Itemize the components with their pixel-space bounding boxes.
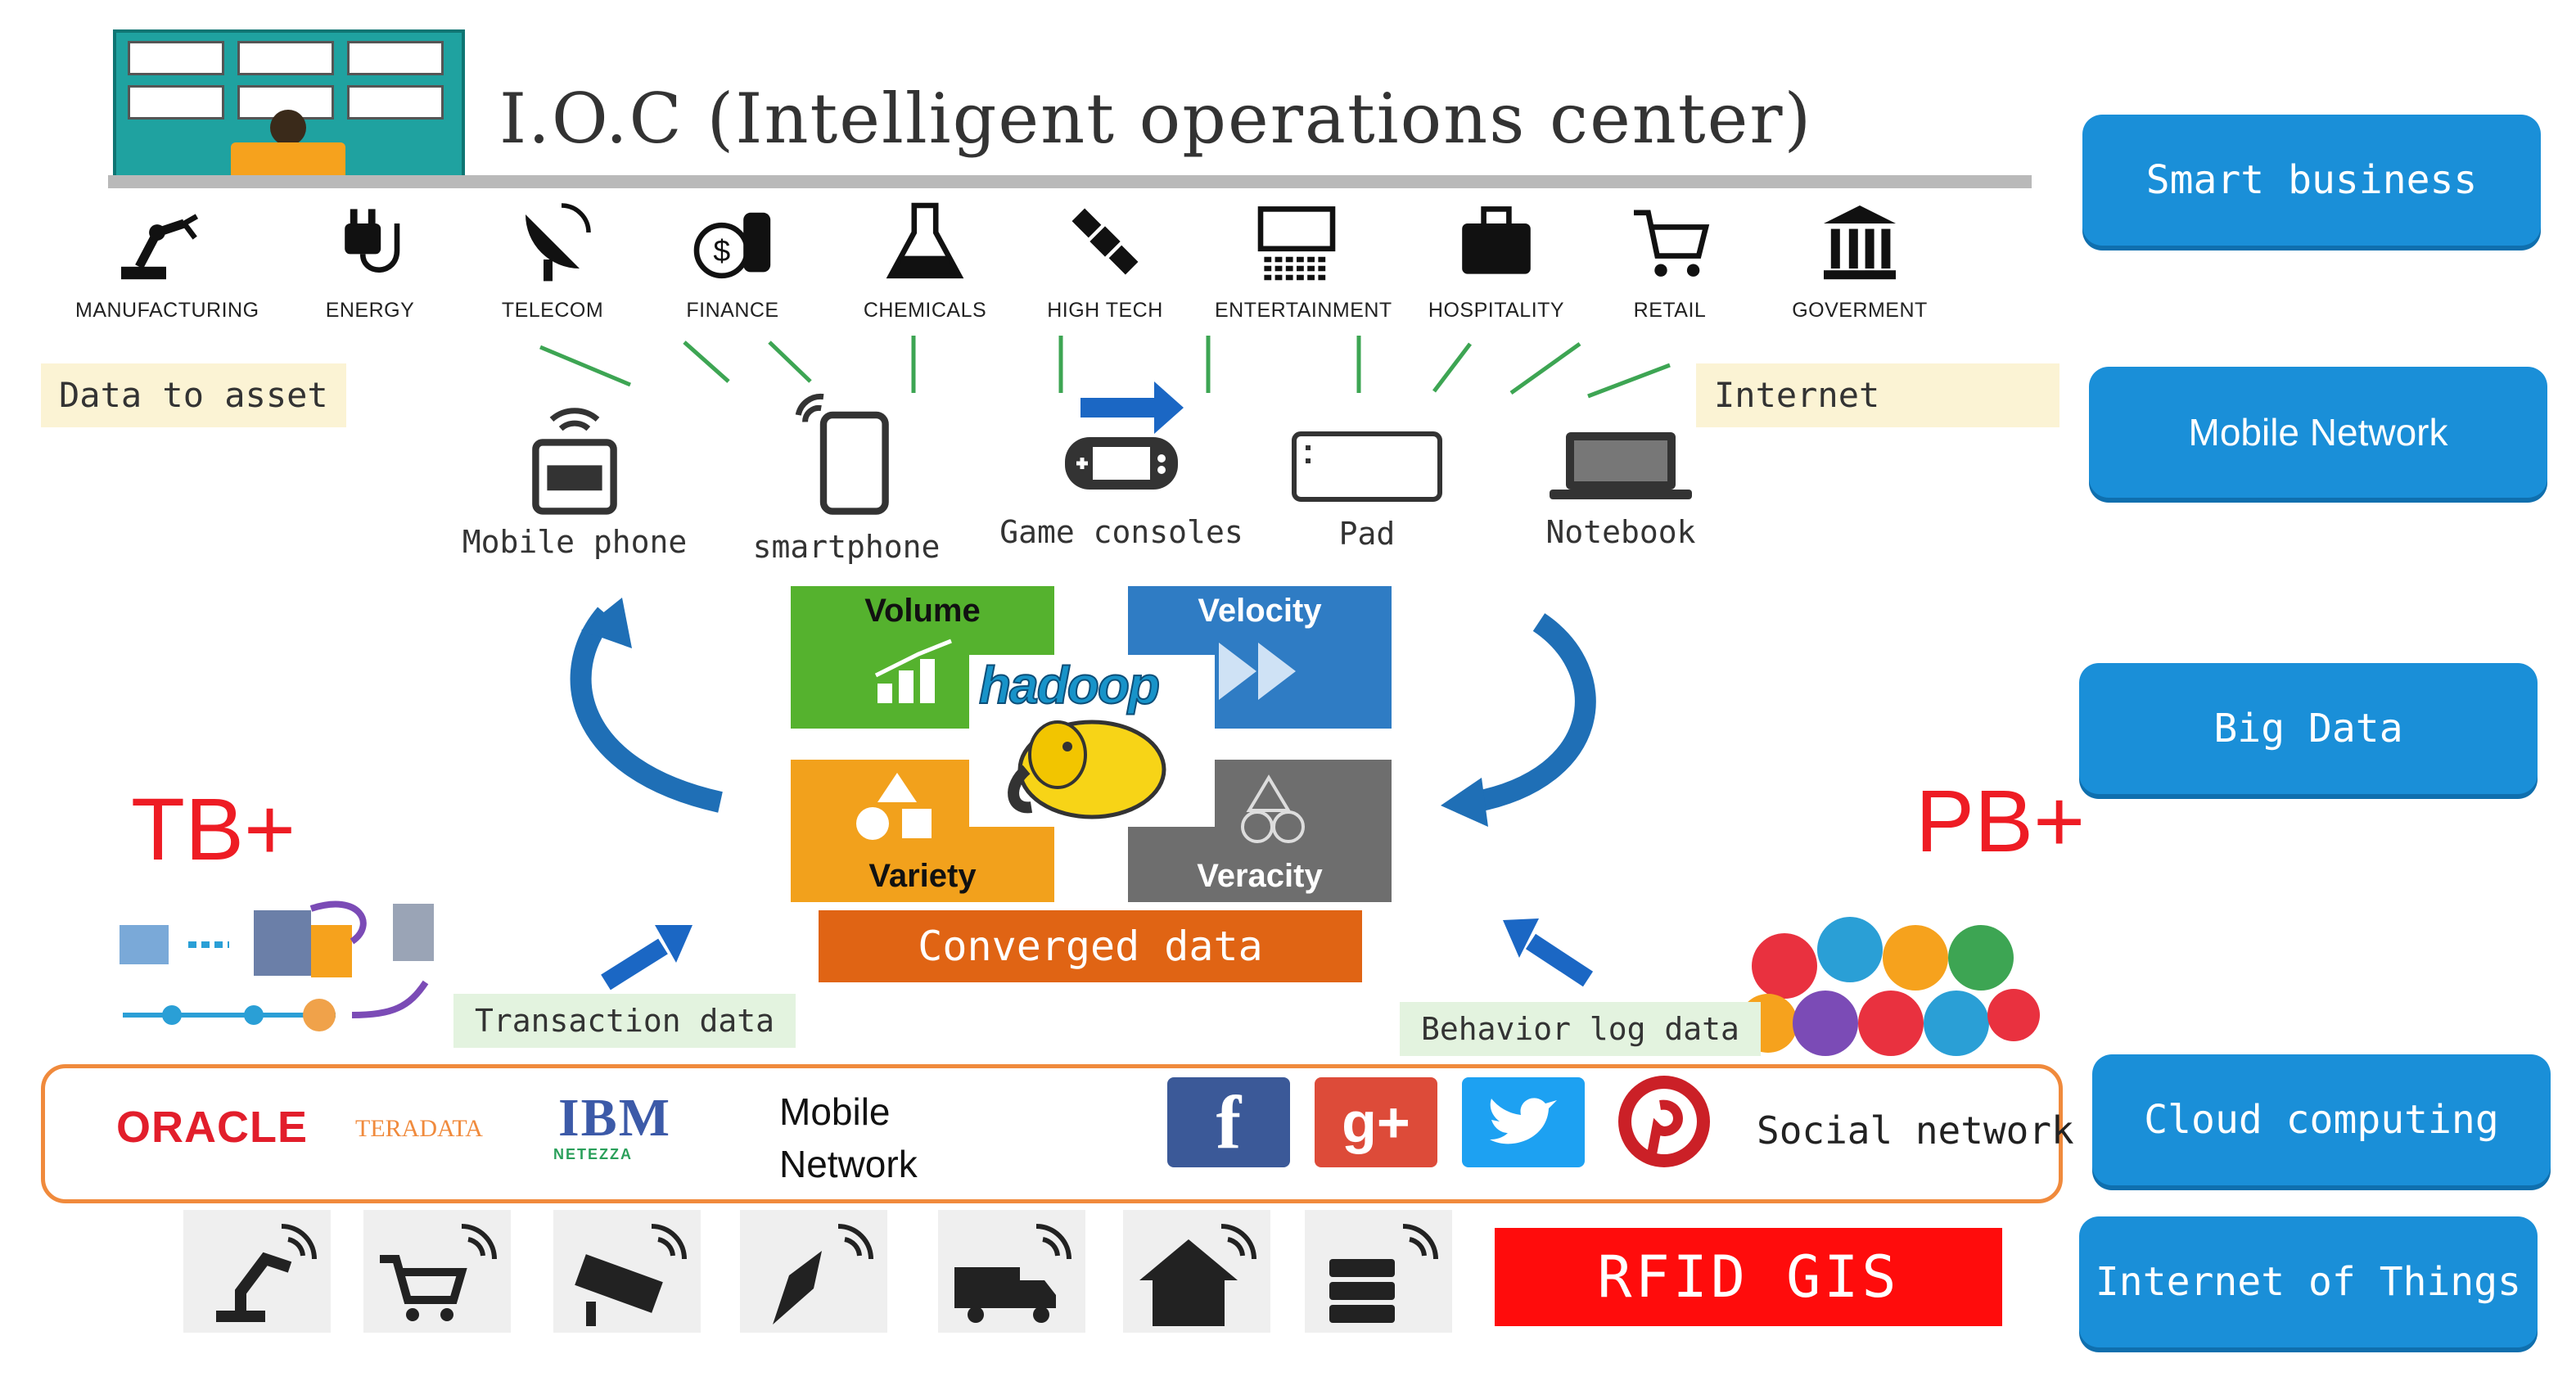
theater-icon — [1257, 206, 1336, 281]
transaction-data-label: Transaction data — [453, 994, 796, 1048]
oracle-logo: ORACLE — [116, 1103, 308, 1152]
question-icon — [1241, 774, 1305, 843]
iot-cart-icon — [363, 1210, 511, 1333]
device-mobile-phone: Mobile phone — [460, 401, 689, 560]
data-to-asset-label: Data to asset — [41, 363, 346, 427]
big-data-button[interactable]: Big Data — [2079, 663, 2538, 794]
iot-house-icon — [1123, 1210, 1270, 1333]
smartphone-icon — [795, 393, 889, 515]
operations-center-illustration — [113, 29, 465, 182]
industry-government: GOVERMENT — [1778, 196, 1942, 323]
mobile-network-line1: Mobile — [779, 1090, 891, 1133]
industry-label: CHEMICALS — [863, 299, 987, 322]
page-title: I.O.C (Intelligent operations center) — [499, 79, 1813, 159]
svg-text:$: $ — [713, 233, 730, 268]
device-notebook: Notebook — [1514, 424, 1727, 550]
industry-retail: RETAIL — [1588, 196, 1752, 323]
elephant-icon — [1008, 720, 1166, 819]
device-label: Mobile phone — [462, 524, 688, 560]
pb-plus-label: PB+ — [1915, 771, 2086, 870]
industry-label: HIGH TECH — [1047, 299, 1163, 322]
satellite-dish-icon — [526, 203, 591, 282]
internet-of-things-button[interactable]: Internet of Things — [2079, 1216, 2538, 1347]
suitcase-icon — [1462, 206, 1531, 274]
mobile-network-line2: Network — [779, 1143, 918, 1185]
industry-finance: $ FINANCE — [651, 196, 814, 323]
behavior-log-data-label: Behavior log data — [1400, 1002, 1761, 1056]
industry-manufacturing: MANUFACTURING — [75, 196, 259, 323]
iot-robot-arm-icon — [183, 1210, 331, 1333]
industry-label: RETAIL — [1633, 299, 1707, 322]
government-building-icon — [1824, 205, 1896, 280]
mobile-phone-icon — [532, 408, 617, 515]
industry-entertainment: ENTERTAINMENT — [1215, 196, 1392, 323]
device-label: Notebook — [1545, 514, 1696, 550]
converged-data-platform: Converged data Platform — [819, 910, 1362, 1042]
title-underline — [108, 175, 2032, 188]
laptop-icon — [1550, 432, 1692, 499]
variety-label: Variety — [868, 858, 977, 894]
shapes-icon — [856, 773, 932, 840]
game-console-icon — [1065, 437, 1178, 490]
industry-hospitality: HOSPITALITY — [1414, 196, 1578, 323]
volume-label: Volume — [864, 593, 981, 629]
velocity-label: Velocity — [1198, 593, 1322, 629]
industry-label: GOVERMENT — [1792, 299, 1928, 322]
mobile-network-text: Mobile Network — [779, 1085, 918, 1190]
social-bubbles-illustration — [1739, 917, 2040, 1056]
smart-business-button[interactable]: Smart business — [2082, 115, 2541, 246]
industry-high-tech: HIGH TECH — [1023, 196, 1187, 323]
veracity-label: Veracity — [1197, 858, 1323, 894]
cloud-computing-button[interactable]: Cloud computing — [2092, 1054, 2551, 1185]
robot-arm-icon — [121, 214, 199, 280]
netezza-logo: NETEZZA — [553, 1146, 633, 1162]
industry-label: ENERGY — [325, 299, 415, 322]
satellite-icon — [1071, 208, 1139, 275]
plug-icon — [345, 209, 400, 273]
ibm-logo: IBM — [558, 1088, 671, 1148]
industry-energy: ENERGY — [288, 196, 452, 323]
teradata-logo: TERADATA — [355, 1115, 483, 1142]
industry-label: MANUFACTURING — [75, 299, 259, 322]
facebook-icon: f — [1167, 1077, 1290, 1167]
device-label: Game consoles — [999, 514, 1243, 550]
twitter-icon — [1462, 1077, 1585, 1167]
data-sources-band — [41, 1064, 2063, 1203]
flask-icon — [886, 202, 964, 279]
tb-plus-label: TB+ — [131, 779, 296, 878]
industry-telecom: TELECOM — [471, 196, 634, 323]
iot-camera-icon — [553, 1210, 701, 1333]
iot-truck-icon — [938, 1210, 1085, 1333]
iot-rocket-icon — [740, 1210, 887, 1333]
iot-server-icon — [1305, 1210, 1452, 1333]
google-plus-icon: g+ — [1315, 1077, 1437, 1167]
pinterest-icon — [1603, 1072, 1726, 1171]
industry-label: ENTERTAINMENT — [1215, 299, 1392, 322]
rfid-gis-banner: RFID GIS — [1495, 1228, 2002, 1326]
device-smartphone: smartphone — [740, 390, 953, 565]
industry-label: HOSPITALITY — [1428, 299, 1565, 322]
industry-chemicals: CHEMICALS — [843, 196, 1007, 323]
industry-label: TELECOM — [501, 299, 604, 322]
internet-label: Internet — [1696, 363, 2059, 427]
mobile-network-button[interactable]: Mobile Network — [2089, 367, 2547, 498]
growth-chart-icon — [874, 639, 952, 703]
tablet-icon — [1292, 431, 1442, 502]
coins-icon: $ — [693, 212, 771, 279]
device-pad: Pad — [1277, 426, 1457, 552]
social-network-text: Social network — [1757, 1108, 2074, 1153]
hadoop-logo — [969, 655, 1215, 827]
hadoop-wordmark: hadoop — [978, 655, 1161, 715]
transaction-flow-illustration — [120, 900, 434, 1031]
device-label: smartphone — [752, 529, 941, 565]
device-label: Pad — [1338, 516, 1396, 552]
device-game-console: Game consoles — [999, 424, 1244, 550]
fast-forward-icon — [1219, 643, 1296, 700]
cart-icon — [1634, 210, 1710, 277]
industry-label: FINANCE — [686, 299, 779, 322]
